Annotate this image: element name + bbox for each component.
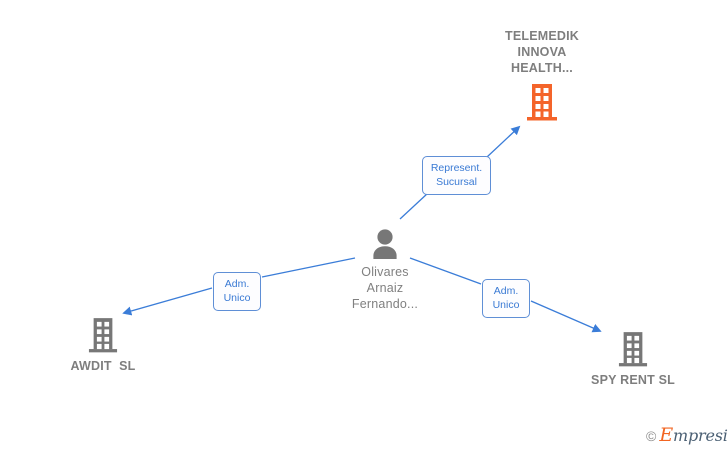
brand-wordmark: Empresia xyxy=(659,424,728,446)
node-awdit-sl[interactable]: AWDIT SL xyxy=(28,316,178,374)
node-olivares-arnaiz-fernando[interactable]: Olivares Arnaiz Fernando... xyxy=(310,228,460,312)
edge-label-line1: Adm. xyxy=(224,278,250,290)
edge-label-line2: Sucursal xyxy=(436,176,477,188)
edge-label-line1: Adm. xyxy=(493,285,519,297)
node-label-person: Olivares Arnaiz Fernando... xyxy=(351,265,419,311)
edge-label-line2: Unico xyxy=(223,292,251,304)
edge-label-line1: Represent. xyxy=(430,162,483,174)
node-spy-rent-sl[interactable]: SPY RENT SL xyxy=(558,330,708,388)
empresia-watermark: © Empresia xyxy=(646,424,728,446)
node-label-awdit: AWDIT SL xyxy=(70,359,136,373)
edge-label-adm-unico-left[interactable]: Adm. Unico xyxy=(213,272,261,311)
node-telemedik-innova-health[interactable]: TELEMEDIK INNOVA HEALTH... xyxy=(467,28,617,122)
node-label-telemedik: TELEMEDIK INNOVA HEALTH... xyxy=(504,29,580,75)
building-icon xyxy=(88,316,118,354)
brand-initial: E xyxy=(659,424,673,446)
copyright-icon: © xyxy=(646,427,657,444)
building-icon xyxy=(526,82,558,122)
edge-label-line2: Unico xyxy=(492,299,520,311)
edge-label-adm-unico-right[interactable]: Adm. Unico xyxy=(482,279,530,318)
node-label-spyrent: SPY RENT SL xyxy=(591,373,675,387)
building-icon xyxy=(618,330,648,368)
person-icon xyxy=(370,228,400,260)
brand-rest: mpresia xyxy=(673,426,728,445)
edge-label-represent-sucursal[interactable]: Represent. Sucursal xyxy=(422,156,491,195)
